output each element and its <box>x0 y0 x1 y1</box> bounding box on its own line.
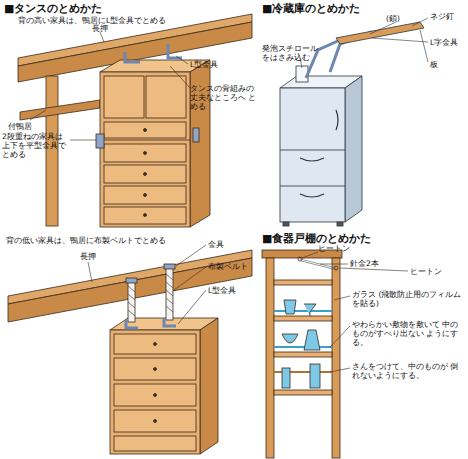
note-text: 長押 <box>92 24 122 33</box>
note-text: L型金具 <box>190 60 240 69</box>
note-text: (鎖) <box>386 14 416 23</box>
section-heading: ■タンスのとめかた <box>4 2 102 15</box>
note-text: 布製ベルト <box>208 262 258 271</box>
tall-chest-scene <box>18 14 252 227</box>
note-text: ネジ釘 <box>430 12 466 21</box>
note-text: 長押 <box>80 252 110 261</box>
cupboard-scene <box>262 250 408 458</box>
note-text: さんをつけて、中のものが 倒れないようにする。 <box>352 362 466 380</box>
low-chest-scene <box>8 245 252 454</box>
section-heading: ■冷蔵庫のとめかた <box>262 2 360 15</box>
note-text: 背の高い家具は、鴨居にL型金具でとめる <box>18 16 178 25</box>
note-text: ヒートン <box>318 244 358 253</box>
note-text: 背の低い家具は、鴨居に布製ベルトでとめる <box>6 236 186 245</box>
note-text: L型金具 <box>208 286 258 295</box>
note-text: やわらかい敷物を敷いて 中のものがすべり出ない ようにする。 <box>352 320 466 347</box>
note-text: L字金具 <box>430 38 466 47</box>
note-text: 針金2本 <box>350 259 400 268</box>
note-text: 発泡スチロール をはさみ込む <box>262 44 322 62</box>
note-text: タンスの骨組みの 丈夫なところへ とめる <box>190 84 260 111</box>
note-text: ガラス (飛散防止用のフィルムを貼る) <box>352 290 466 308</box>
note-text: 金具 <box>208 240 248 249</box>
note-text: 板 <box>430 60 460 69</box>
note-text: ヒートン <box>410 267 460 276</box>
note-text: 付鴨居 <box>8 122 48 131</box>
section-heading: ■食器戸棚のとめかた <box>262 232 371 245</box>
note-text: 2段重ねの家具は 上下を平型金具で とめる <box>2 132 72 159</box>
